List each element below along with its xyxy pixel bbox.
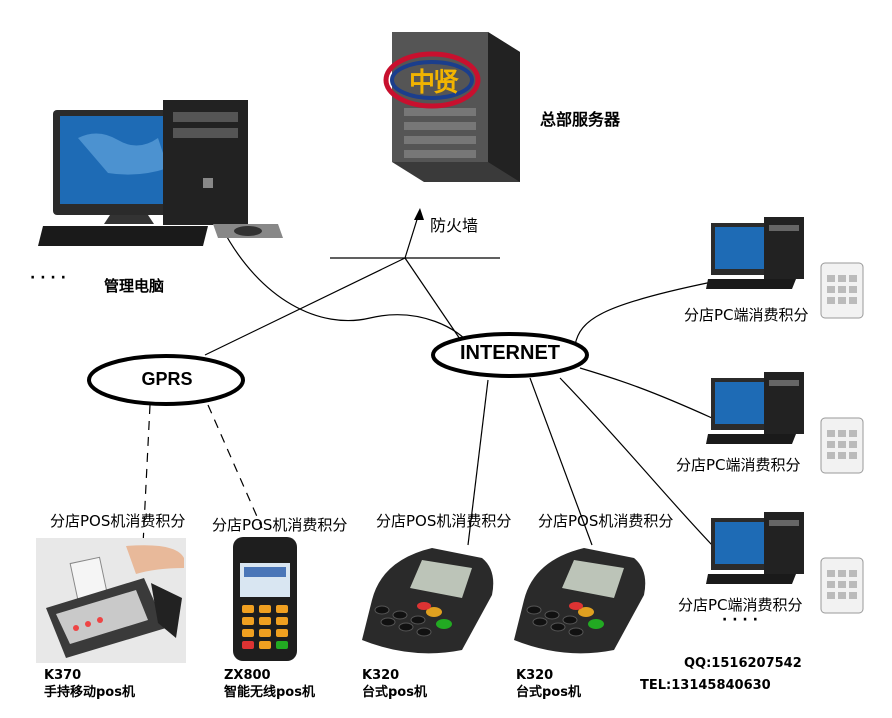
branch-pc-1-icon (706, 215, 866, 320)
pos-k320b-desc: 台式pos机 (516, 685, 581, 700)
pos-k320a-caption: K320 台式pos机 (362, 667, 427, 701)
pos-zx800-icon (230, 535, 300, 663)
pos-k370-caption: K370 手持移动pos机 (44, 667, 135, 701)
management-computer-icon (38, 98, 288, 248)
edge-internet-pc3 (559, 377, 713, 546)
branch-pc-3-icon (706, 510, 866, 615)
edge-internet-k320b (529, 377, 593, 546)
pos-k320b-icon (504, 540, 654, 658)
pos-zx800-label: 分店POS机消费积分 (212, 516, 348, 534)
pos-k370-model: K370 (44, 668, 82, 683)
pos-k370-label: 分店POS机消费积分 (50, 512, 186, 530)
edge-internet-k320a (467, 379, 489, 546)
edge-mgmt-internet (221, 227, 471, 346)
firewall-label: 防火墙 (430, 216, 479, 235)
server-label: 总部服务器 (540, 110, 621, 129)
edge-gprs-firewall (204, 257, 406, 356)
pos-k370-icon (36, 538, 186, 663)
contact-qq: QQ:1516207542 (684, 656, 802, 671)
contact-tel: TEL:13145840630 (640, 678, 771, 693)
internet-label: INTERNET (460, 342, 560, 364)
branch-pc-1-label: 分店PC端消费积分 (684, 306, 809, 324)
gprs-ellipse (87, 354, 245, 406)
edge-gprs-zx800 (207, 404, 263, 529)
pos-k320a-model: K320 (362, 668, 400, 683)
pos-k320a-label: 分店POS机消费积分 (376, 512, 512, 530)
branch-pc-3-label: 分店PC端消费积分 (678, 596, 803, 614)
pos-k320a-icon (352, 540, 498, 658)
pos-zx800-model: ZX800 (224, 668, 271, 683)
bottom-dots: · · · · (722, 612, 758, 628)
server-icon: 中贤 (380, 22, 530, 188)
management-dots: · · · · (30, 270, 66, 286)
edge-internet-pc1 (574, 281, 713, 346)
gprs-label: GPRS (141, 369, 193, 389)
pos-zx800-caption: ZX800 智能无线pos机 (224, 667, 315, 701)
pos-k320b-model: K320 (516, 668, 554, 683)
internet-ellipse (431, 332, 589, 378)
firewall-arrowhead (414, 208, 424, 220)
pos-k320b-caption: K320 台式pos机 (516, 667, 581, 701)
pos-k320b-label: 分店POS机消费积分 (538, 512, 674, 530)
edge-internet-pc2 (579, 367, 713, 419)
pos-k320a-desc: 台式pos机 (362, 685, 427, 700)
edge-gprs-k370 (142, 404, 151, 546)
edge-internet-firewall (404, 257, 463, 343)
server-logo-text: 中贤 (408, 68, 459, 98)
management-pc-label: 管理电脑 (104, 277, 165, 295)
pos-zx800-desc: 智能无线pos机 (224, 685, 315, 700)
branch-pc-2-icon (706, 370, 866, 475)
pos-k370-desc: 手持移动pos机 (44, 685, 135, 700)
branch-pc-2-label: 分店PC端消费积分 (676, 456, 801, 474)
